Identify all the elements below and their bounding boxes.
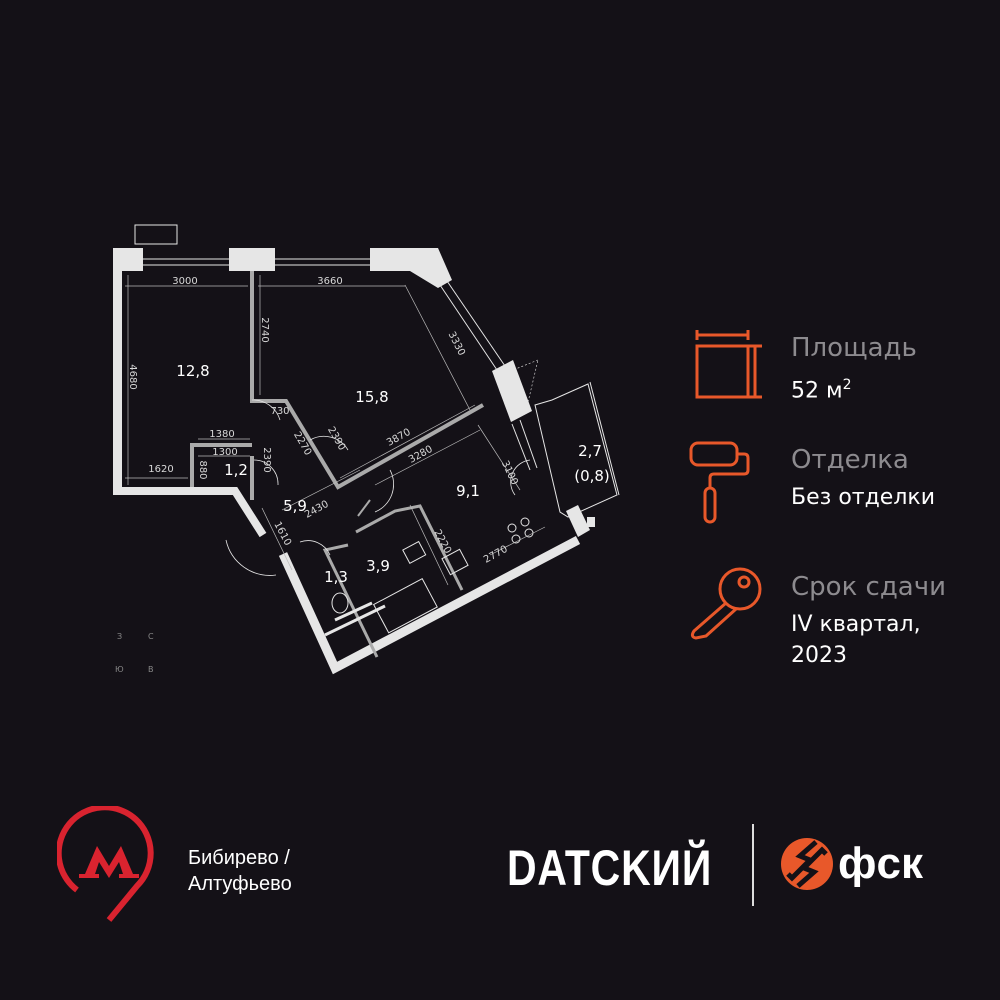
room-area-label: 2,7 bbox=[578, 442, 602, 460]
project-logo: DATCKИЙ bbox=[507, 840, 713, 896]
walls bbox=[113, 224, 620, 675]
kitchen-sink bbox=[441, 548, 469, 576]
compass: З С Ю В bbox=[115, 632, 154, 674]
logo-divider bbox=[752, 824, 754, 906]
dimension-label: 730 bbox=[270, 406, 289, 417]
compass-north: С bbox=[148, 632, 154, 641]
dimension-label: 3000 bbox=[172, 276, 197, 287]
compass-west: З bbox=[117, 632, 122, 641]
metro-icon bbox=[57, 806, 154, 922]
dimension-label: 880 bbox=[197, 460, 208, 479]
room-area-label: 12,8 bbox=[176, 362, 209, 380]
developer-logo-icon bbox=[781, 838, 833, 890]
dimension-label: 3330 bbox=[446, 330, 467, 358]
door-swing bbox=[251, 399, 281, 421]
deadline-value-line1: IV квартал, bbox=[791, 612, 921, 637]
area-label: Площадь bbox=[791, 333, 917, 363]
dimension-label: 1380 bbox=[209, 429, 234, 440]
dimension-labels: 3000 3660 4680 2740 3330 730 1380 1300 2… bbox=[127, 276, 520, 566]
dimension-label: 2220 bbox=[431, 528, 453, 556]
dimension-label: 4680 bbox=[127, 364, 138, 389]
dimension-label: 3100 bbox=[499, 459, 520, 487]
finish-value: Без отделки bbox=[791, 485, 935, 510]
area-icon bbox=[695, 330, 762, 399]
dimension-label: 2770 bbox=[482, 544, 510, 566]
room-area-label: 9,1 bbox=[456, 482, 480, 500]
dimension-label: 1620 bbox=[148, 464, 173, 475]
vent-shaft bbox=[134, 224, 178, 245]
room-area-label: 1,2 bbox=[224, 461, 248, 479]
room-area-label: 5,9 bbox=[283, 497, 307, 515]
paint-roller-icon bbox=[689, 441, 750, 524]
dimension-label: 2430 bbox=[303, 499, 331, 521]
area-value: 52 м2 bbox=[791, 371, 852, 405]
compass-south: Ю bbox=[115, 665, 124, 674]
room-reduced-area-label: (0,8) bbox=[574, 467, 610, 485]
dimension-label: 2390 bbox=[325, 425, 347, 453]
metro-station: Бибирево / Алтуфьево bbox=[188, 845, 292, 897]
finish-label: Отделка bbox=[791, 445, 909, 475]
key-icon bbox=[690, 567, 762, 640]
dimension-label: 2740 bbox=[259, 317, 270, 342]
toilet bbox=[331, 592, 349, 614]
metro-station-line1: Бибирево / bbox=[188, 847, 290, 869]
area-number: 52 м bbox=[791, 378, 843, 404]
dimension-label: 1300 bbox=[212, 447, 237, 458]
area-unit-superscript: 2 bbox=[842, 377, 852, 393]
developer-logo-text: фск bbox=[838, 839, 923, 888]
dimension-label: 2390 bbox=[261, 447, 272, 472]
room-area-label: 3,9 bbox=[366, 557, 390, 575]
deadline-label: Срок сдачи bbox=[791, 572, 946, 602]
room-labels: 12,8 15,8 1,2 5,9 9,1 2,7 (0,8) 3,9 1,3 bbox=[176, 362, 609, 586]
stove-burner bbox=[507, 523, 517, 533]
bathtub bbox=[372, 578, 438, 634]
room-area-label: 15,8 bbox=[355, 388, 388, 406]
sink bbox=[402, 540, 427, 564]
room-area-label: 1,3 bbox=[324, 568, 348, 586]
dimension-label: 3660 bbox=[317, 276, 342, 287]
metro-station-line2: Алтуфьево bbox=[188, 873, 292, 895]
deadline-value-line2: 2023 bbox=[791, 643, 847, 668]
compass-east: В bbox=[148, 665, 154, 674]
